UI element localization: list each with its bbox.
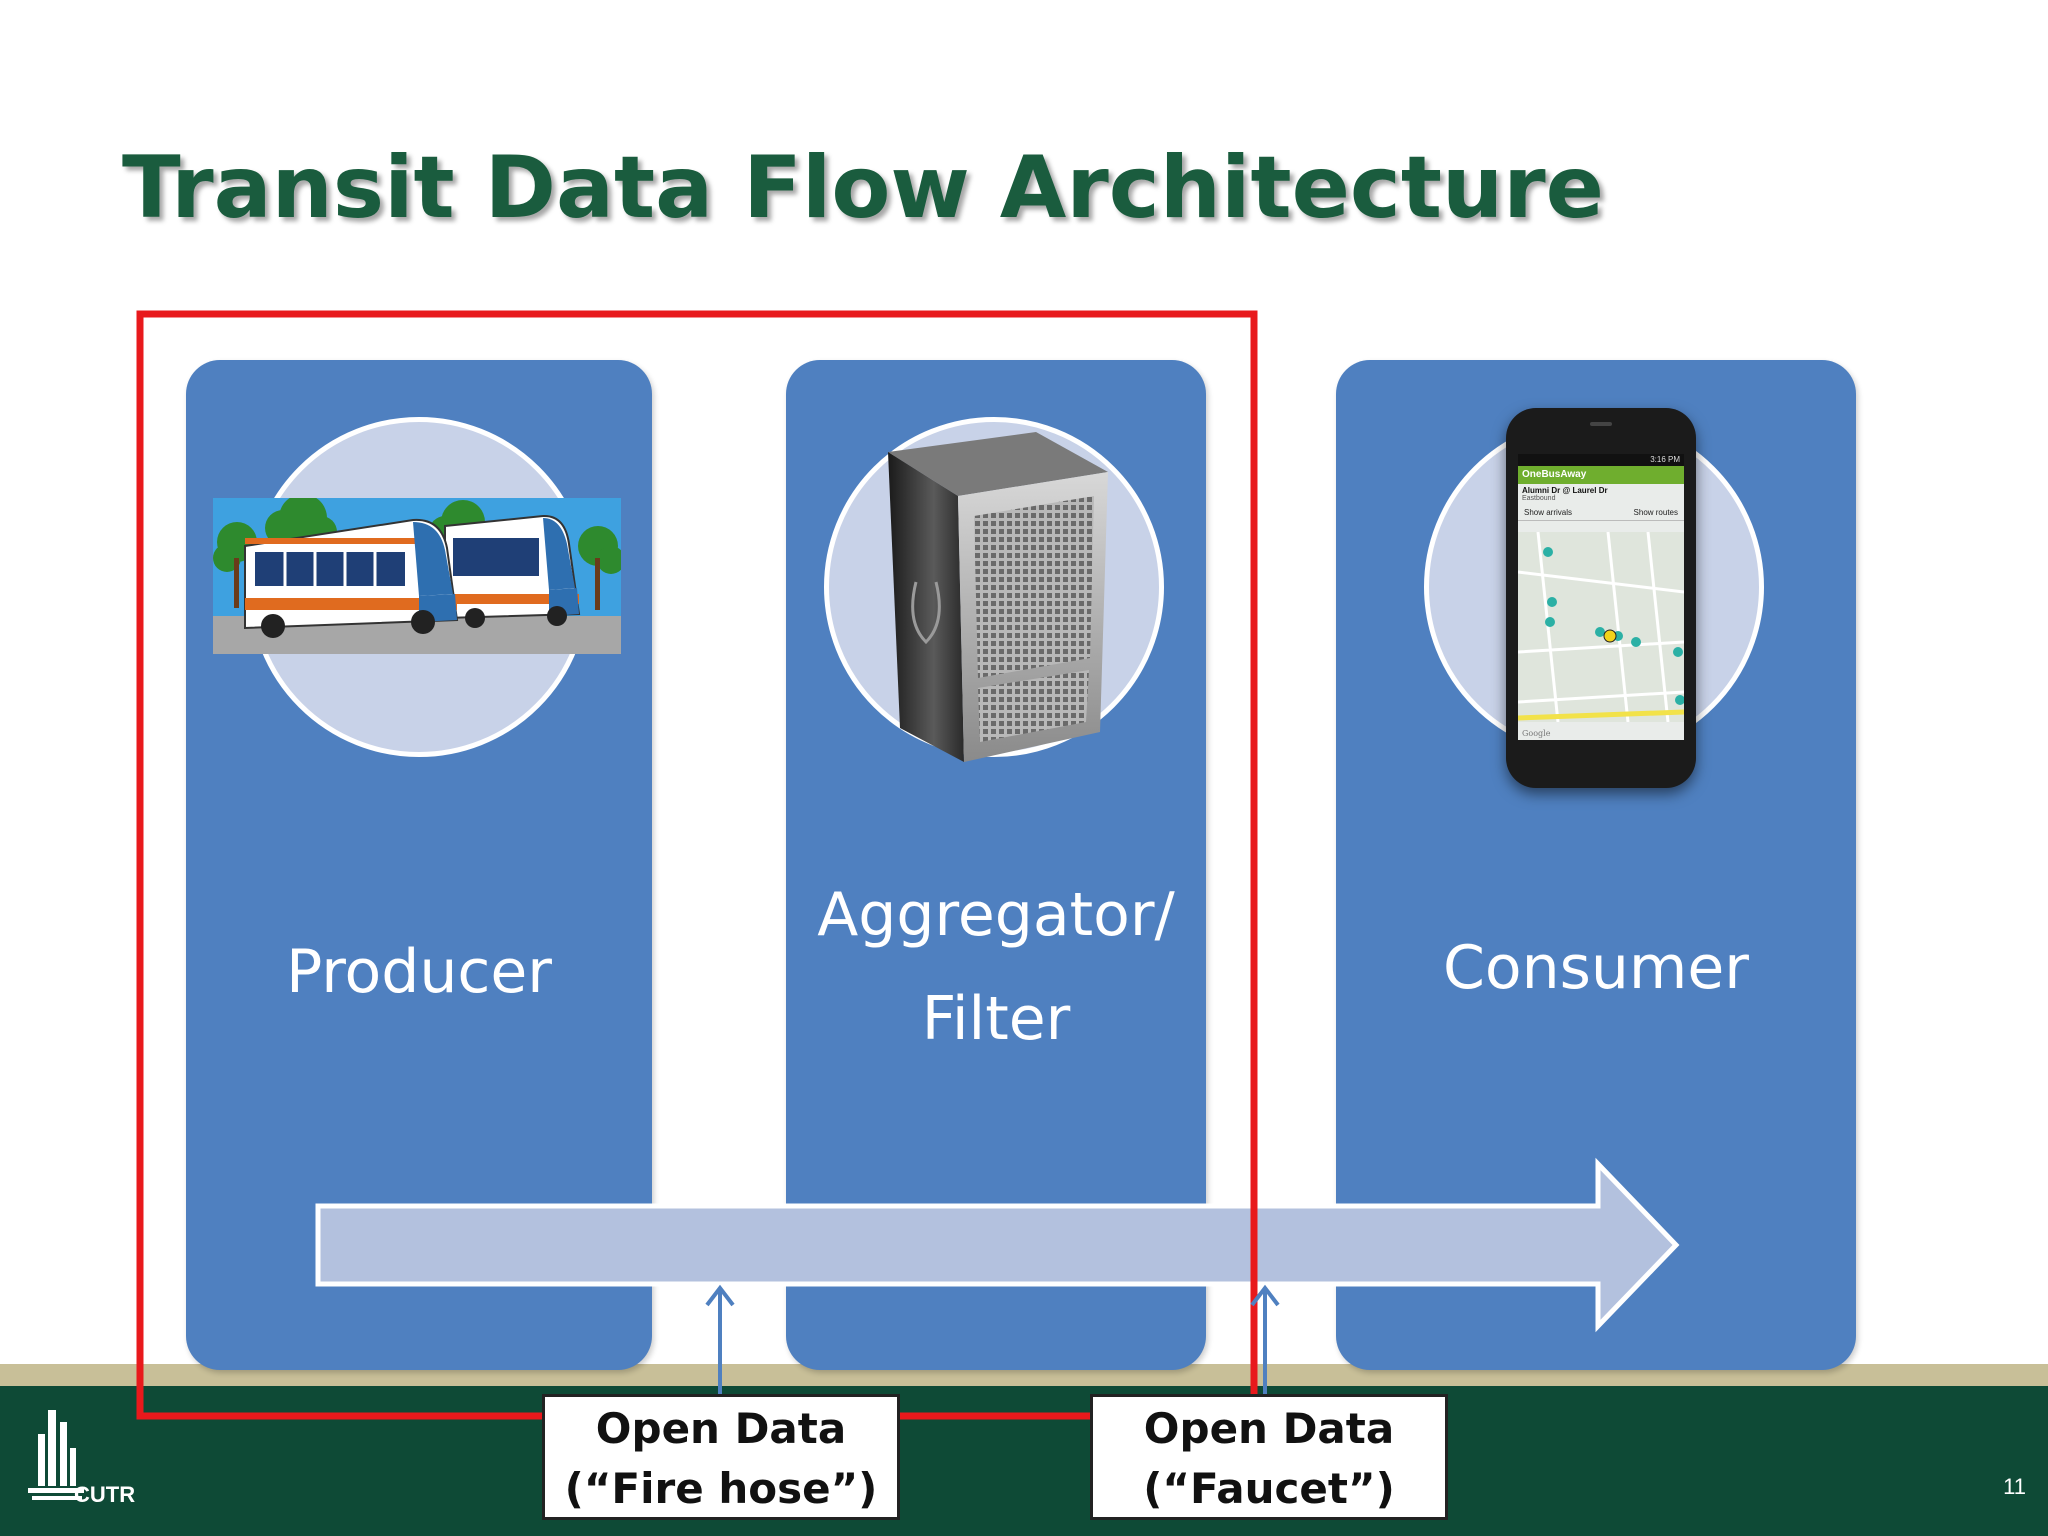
aggregator-label-line2: Filter xyxy=(921,984,1071,1054)
data-flow-arrow xyxy=(315,1157,1680,1333)
panel-producer: Producer xyxy=(186,360,652,1370)
bus-illustration xyxy=(213,498,621,654)
cutr-logo-text: CUTR xyxy=(74,1482,136,1507)
callout-fire-hose-line1: Open Data xyxy=(595,1404,847,1453)
phone-map[interactable] xyxy=(1518,531,1684,723)
phone-tab-routes[interactable]: Show routes xyxy=(1633,508,1678,517)
map-drawing xyxy=(1518,531,1684,723)
cutr-building-icon xyxy=(28,1410,84,1500)
smartphone: 3:16 PM OneBusAway Alumni Dr @ Laurel Dr… xyxy=(1506,408,1696,788)
phone-app-bar: OneBusAway xyxy=(1518,466,1684,484)
aggregator-label-line1: Aggregator/ xyxy=(817,880,1175,950)
server-tower xyxy=(888,432,1108,762)
panel-aggregator: Aggregator/ Filter xyxy=(786,360,1206,1370)
phone-direction: Eastbound xyxy=(1522,495,1556,502)
slide-title: Transit Data Flow Architecture xyxy=(122,138,1604,238)
footer-bar xyxy=(0,1386,2048,1536)
callout-fire-hose: Open Data (“Fire hose”) xyxy=(542,1394,900,1520)
callout-faucet: Open Data (“Faucet”) xyxy=(1090,1394,1448,1520)
callout-faucet-line1: Open Data xyxy=(1143,1404,1395,1453)
callout-fire-hose-line2: (“Fire hose”) xyxy=(564,1464,878,1513)
producer-label: Producer xyxy=(286,937,552,1007)
callout-faucet-line2: (“Faucet”) xyxy=(1143,1464,1395,1513)
faucet-pointer-arrow xyxy=(1250,1284,1280,1395)
phone-screen: 3:16 PM OneBusAway Alumni Dr @ Laurel Dr… xyxy=(1518,454,1684,740)
consumer-label: Consumer xyxy=(1443,933,1749,1003)
phone-stop-name: Alumni Dr @ Laurel Dr xyxy=(1522,486,1608,495)
fire-hose-pointer-arrow xyxy=(705,1284,735,1395)
map-brand: Google xyxy=(1522,729,1551,738)
phone-status-bar: 3:16 PM xyxy=(1518,454,1684,466)
cutr-logo: CUTR xyxy=(26,1404,146,1508)
phone-tab-arrivals[interactable]: Show arrivals xyxy=(1524,508,1573,517)
phone-speaker xyxy=(1590,422,1612,426)
page-number: 11 xyxy=(2003,1474,2026,1499)
